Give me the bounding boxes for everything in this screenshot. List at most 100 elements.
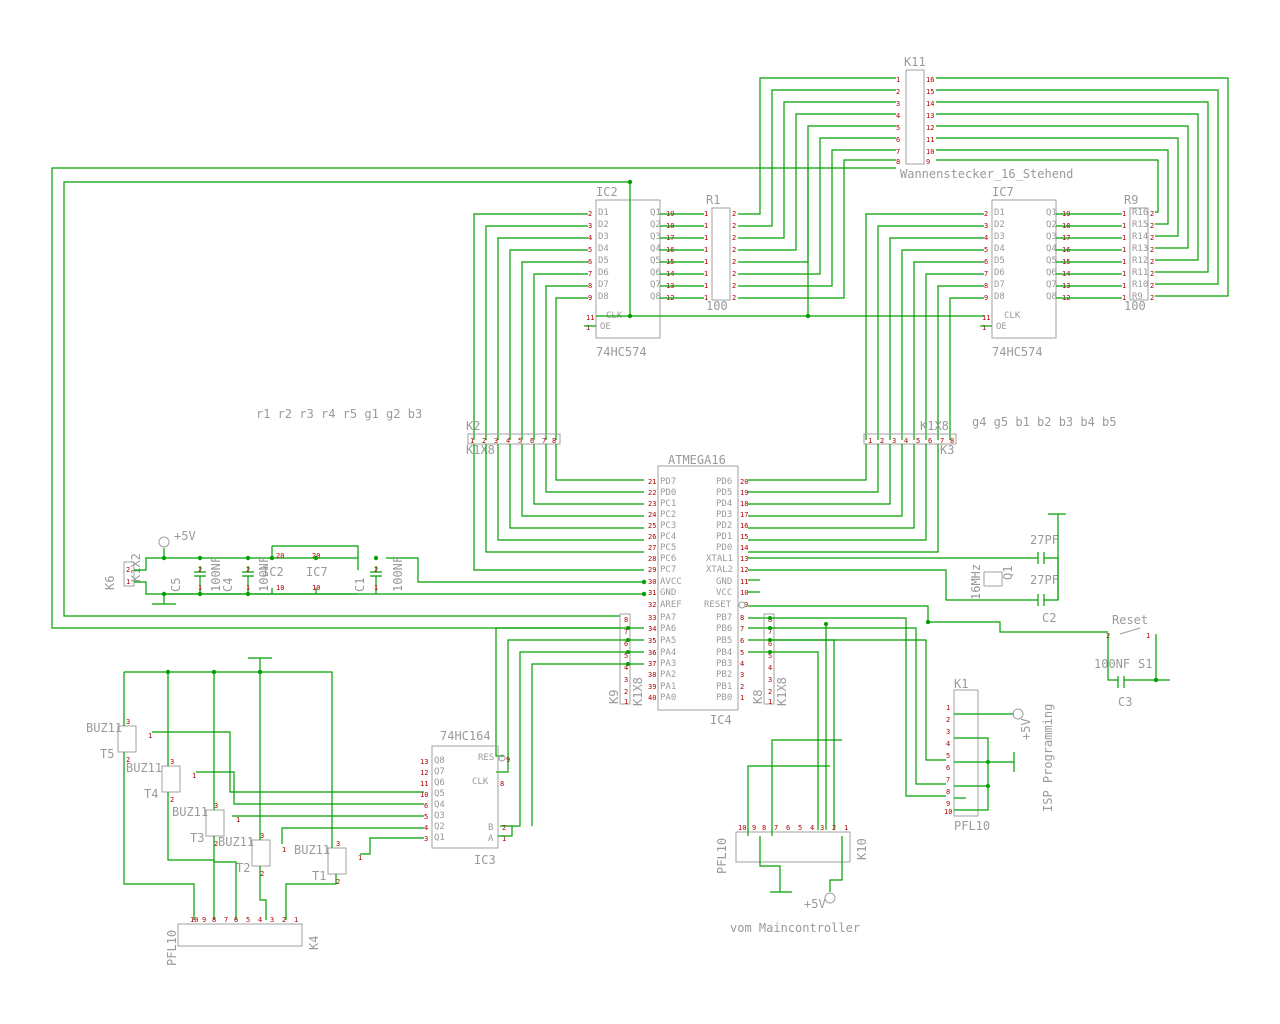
- cap-27pf-bot-label: 27PF: [1030, 573, 1059, 587]
- ic3-to-transistor-nets: [152, 731, 424, 855]
- svg-text:3: 3: [588, 222, 592, 230]
- svg-text:1: 1: [294, 916, 298, 924]
- svg-text:2: 2: [732, 282, 736, 290]
- svg-text:32: 32: [648, 601, 656, 609]
- svg-text:PA4: PA4: [660, 648, 676, 658]
- svg-text:40: 40: [648, 694, 656, 702]
- svg-text:PA0: PA0: [660, 693, 676, 703]
- svg-text:Q4: Q4: [1046, 244, 1057, 254]
- ic7-left-pins: D1 D2 D3 D4 D5 D6 D7 D8 2 3 4 5 6 7 8 9 …: [982, 208, 1021, 332]
- t1-label: T1: [312, 869, 326, 883]
- svg-text:Q4: Q4: [434, 800, 445, 810]
- k8-connector: K8 K1X8 8 7 6 5 4 3 2 1: [751, 613, 789, 706]
- atmega-right-pins: PD6 PD5 PD4 PD3 PD2 PD1 PD0 XTAL1 XTAL2 …: [704, 477, 748, 703]
- svg-text:PD0: PD0: [716, 543, 732, 553]
- svg-text:5: 5: [624, 652, 628, 660]
- svg-text:9: 9: [926, 158, 930, 166]
- svg-text:8: 8: [588, 282, 592, 290]
- k3-atmega-nets: [748, 444, 939, 553]
- transistor-t1: BUZ11 T1 3 1 2: [294, 840, 362, 886]
- svg-text:4: 4: [624, 664, 628, 672]
- k4-connector: PFL10 K4 10 9 8 7 6 5 4 3 2 1: [165, 916, 321, 966]
- svg-text:D6: D6: [994, 268, 1005, 278]
- svg-text:PD4: PD4: [716, 499, 732, 509]
- svg-text:10: 10: [944, 808, 952, 816]
- svg-text:1: 1: [982, 324, 986, 332]
- svg-text:19: 19: [740, 489, 748, 497]
- svg-text:3: 3: [984, 222, 988, 230]
- svg-text:1: 1: [236, 816, 240, 824]
- svg-text:6: 6: [946, 764, 950, 772]
- svg-text:PC2: PC2: [660, 510, 676, 520]
- atmega-right-nets: [748, 557, 1108, 653]
- svg-text:4: 4: [896, 112, 900, 120]
- svg-text:1: 1: [374, 584, 378, 592]
- svg-text:4: 4: [946, 740, 950, 748]
- ic2-left-pins: D1 D2 D3 D4 D5 D6 D7 D8 2 3 4 5 6 7 8 9 …: [586, 208, 623, 332]
- k11-connector: K11 Wannenstecker_16_Stehend 1 2 3 4 5 6…: [896, 55, 1073, 181]
- svg-text:24: 24: [648, 511, 656, 519]
- reset-circuit: Reset S1 100NF C3 2 1: [1094, 613, 1170, 709]
- svg-text:1: 1: [358, 854, 362, 862]
- svg-text:PD2: PD2: [716, 521, 732, 531]
- svg-text:14: 14: [740, 544, 748, 552]
- svg-text:3: 3: [424, 835, 428, 843]
- svg-text:21: 21: [648, 478, 656, 486]
- svg-text:8: 8: [552, 437, 556, 445]
- svg-text:2: 2: [984, 210, 988, 218]
- ic2-data-bus: [473, 213, 588, 440]
- r1-value: 100: [706, 299, 728, 313]
- svg-text:Q5: Q5: [650, 256, 661, 266]
- ic7-power-label: IC7: [306, 565, 328, 579]
- svg-text:Q5: Q5: [434, 789, 445, 799]
- svg-text:R11: R11: [1132, 268, 1148, 278]
- t3-label: T3: [190, 831, 204, 845]
- svg-text:5: 5: [424, 813, 428, 821]
- svg-text:2: 2: [768, 688, 772, 696]
- ic7-type-label: 74HC574: [992, 345, 1043, 359]
- svg-text:9: 9: [744, 601, 748, 609]
- rgb-right-label: g4 g5 b1 b2 b3 b4 b5: [972, 415, 1117, 429]
- svg-text:1: 1: [624, 698, 628, 706]
- ic2-chip: IC2 74HC574 D1 D2 D3 D4 D5 D6 D7 D8 2 3 …: [586, 185, 704, 359]
- svg-text:38: 38: [648, 671, 656, 679]
- svg-text:6: 6: [234, 916, 238, 924]
- cap-27pf-top-label: 27PF: [1030, 533, 1059, 547]
- svg-text:31: 31: [648, 589, 656, 597]
- svg-text:4: 4: [506, 437, 510, 445]
- svg-text:PB1: PB1: [716, 682, 732, 692]
- svg-text:Q3: Q3: [1046, 232, 1057, 242]
- svg-text:10: 10: [312, 584, 320, 592]
- svg-text:36: 36: [648, 649, 656, 657]
- k2-connector: K2 K1X8 1 2 3 4 5 6 7 8: [466, 419, 561, 457]
- svg-text:D3: D3: [994, 232, 1005, 242]
- crystal-q1-label: Q1: [1001, 566, 1015, 580]
- svg-text:1: 1: [1146, 632, 1150, 640]
- svg-text:8: 8: [212, 916, 216, 924]
- r9-value: 100: [1124, 299, 1146, 313]
- svg-text:R15: R15: [1132, 220, 1148, 230]
- plus5v-label-k10: +5V: [804, 897, 826, 911]
- svg-text:PB7: PB7: [716, 613, 732, 623]
- svg-text:1: 1: [1122, 294, 1126, 302]
- svg-text:2: 2: [896, 88, 900, 96]
- svg-text:R12: R12: [1132, 256, 1148, 266]
- svg-text:GND: GND: [716, 577, 732, 587]
- ic3-type-label: 74HC164: [440, 729, 491, 743]
- svg-text:1: 1: [704, 246, 708, 254]
- svg-text:7: 7: [984, 270, 988, 278]
- k4-label: K4: [307, 936, 321, 950]
- svg-text:2: 2: [282, 916, 286, 924]
- k11-pins: 1 2 3 4 5 6 7 8 16 15 14 13 12 11 10 9: [896, 76, 934, 166]
- svg-text:PA1: PA1: [660, 682, 676, 692]
- svg-text:3: 3: [820, 824, 824, 832]
- svg-text:8: 8: [762, 824, 766, 832]
- svg-text:13: 13: [926, 112, 934, 120]
- ic2-label: IC2: [596, 185, 618, 199]
- svg-text:GND: GND: [660, 588, 676, 598]
- svg-text:Q8: Q8: [434, 756, 445, 766]
- crystal-value: 16MHz: [969, 564, 983, 600]
- svg-text:23: 23: [648, 500, 656, 508]
- svg-text:2: 2: [336, 878, 340, 886]
- svg-text:8: 8: [768, 616, 772, 624]
